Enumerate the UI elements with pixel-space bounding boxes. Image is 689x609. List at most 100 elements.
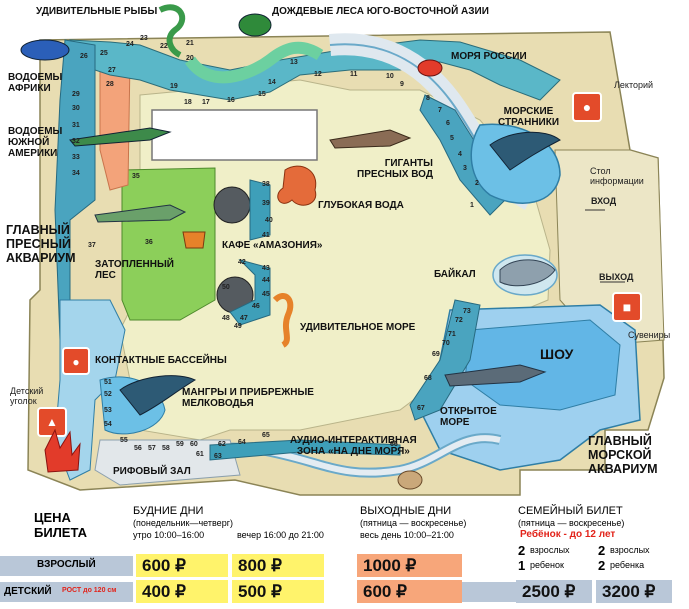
souvenir-glyph: ■ (623, 299, 631, 315)
adult-morning-price: 600 ₽ (136, 554, 228, 577)
tank-number: 19 (170, 83, 178, 90)
zone-sea-wanderers: МОРСКИЕ СТРАННИКИ (498, 106, 559, 128)
lecture-icon (572, 92, 602, 122)
tank-number: 28 (106, 81, 114, 88)
tank-number: 71 (448, 331, 456, 338)
zone-amazing-sea: УДИВИТЕЛЬНОЕ МОРЕ (300, 322, 416, 333)
service-block (151, 109, 318, 161)
zone-sea-wanderers-line: СТРАННИКИ (498, 117, 560, 128)
service-info: Стол информации (590, 166, 644, 186)
service-kids-corner: Детский уголок (10, 386, 43, 406)
zone-main-fresh-line: АКВАРИУМ (6, 251, 76, 265)
zone-seas-russia: МОРЯ РОССИИ (451, 51, 527, 62)
tank-number: 70 (442, 340, 450, 347)
zone-audio-line: АУДИО-ИНТЕРАКТИВНАЯ (290, 435, 417, 446)
family-opt1-kids-num: 1 (518, 558, 526, 573)
contact-icon (62, 347, 90, 375)
price-title-line: БИЛЕТА (34, 525, 87, 540)
tank-number: 56 (134, 445, 142, 452)
tank-number: 7 (438, 107, 442, 114)
tank-number: 46 (252, 303, 260, 310)
sturgeon-icon (329, 129, 412, 149)
tank-number: 69 (432, 351, 440, 358)
tank-number: 72 (455, 317, 463, 324)
lecture-glyph: ● (583, 99, 591, 115)
deep-water-tank (213, 186, 251, 224)
tank-number: 12 (314, 71, 322, 78)
price-panel: ЦЕНА БИЛЕТА БУДНИЕ ДНИ (понедельник—четв… (0, 500, 689, 609)
family-opt1-adults-num: 2 (518, 543, 526, 558)
child-morning-price: 400 ₽ (136, 580, 228, 603)
coral-icon (44, 428, 81, 473)
weekday-morning: утро 10:00–16:00 (133, 530, 205, 540)
zone-giants-line: ПРЕСНЫХ ВОД (357, 169, 433, 180)
tank-number: 59 (176, 441, 184, 448)
tank-number: 53 (104, 407, 112, 414)
child-weekend-price: 600 ₽ (357, 580, 462, 603)
family-opt2-price: 3200 ₽ (596, 580, 672, 603)
tank-number: 22 (160, 43, 168, 50)
child-row-band (0, 582, 133, 602)
tank-number: 45 (262, 291, 270, 298)
zone-open-sea-line: МОРЕ (440, 417, 470, 428)
zone-flooded-forest: ЗАТОПЛЕННЫЙ ЛЕС (95, 259, 174, 281)
tank-number: 26 (80, 53, 88, 60)
tank-number: 58 (162, 445, 170, 452)
tank-number: 37 (88, 242, 96, 249)
zone-contact-pools: КОНТАКТНЫЕ БАССЕЙНЫ (95, 355, 227, 366)
tank-number: 65 (262, 432, 270, 439)
pike-icon (94, 204, 187, 223)
tank-number: 66 (390, 441, 398, 448)
tank-number: 11 (350, 71, 358, 78)
service-info-line: Стол (590, 166, 611, 176)
family-opt1-price: 2500 ₽ (516, 580, 592, 603)
tank-number: 23 (140, 35, 148, 42)
zone-main-fresh-line: ПРЕСНЫЙ (6, 237, 71, 251)
zone-africa: ВОДОЕМЫ АФРИКИ (8, 72, 62, 94)
tank-number: 62 (218, 441, 226, 448)
family-opt2-kids: ребенка (610, 560, 645, 570)
tank-number: 67 (417, 405, 425, 412)
zone-giants-line: ГИГАНТЫ (384, 158, 433, 169)
eel-icon (158, 4, 186, 58)
blue-fish-icon (20, 39, 70, 61)
open-sea-pool (464, 319, 621, 411)
zone-mangroves: МАНГРЫ И ПРИБРЕЖНЫЕ МЕЛКОВОДЬЯ (182, 387, 314, 409)
tank-number: 48 (222, 315, 230, 322)
tank-number: 9 (400, 81, 404, 88)
turtle-icon (238, 13, 272, 37)
crocodile-icon (69, 127, 172, 147)
family-title: СЕМЕЙНЫЙ БИЛЕТ (518, 505, 623, 517)
shark-icon (444, 364, 547, 387)
zone-flooded-line: ЛЕС (95, 270, 116, 281)
child-row-band-right (462, 582, 522, 602)
tank-number: 64 (238, 439, 246, 446)
zone-open-sea: ОТКРЫТОЕ МОРЕ (440, 406, 497, 428)
family-child-note: Ребёнок - до 12 лет (520, 529, 616, 540)
child-evening-price: 500 ₽ (232, 580, 324, 603)
souvenir-icon (612, 292, 642, 322)
zone-main-fresh: ГЛАВНЫЙ ПРЕСНЫЙ АКВАРИУМ (6, 223, 76, 265)
family-opt2-kids-num: 2 (598, 558, 606, 573)
tank-number: 39 (262, 200, 270, 207)
adult-evening-price: 800 ₽ (232, 554, 324, 577)
tank-number: 61 (196, 451, 204, 458)
tank-number: 55 (120, 437, 128, 444)
child-label: ДЕТСКИЙ (4, 586, 52, 597)
zone-audio: АУДИО-ИНТЕРАКТИВНАЯ ЗОНА «НА ДНЕ МОРЯ» (290, 435, 417, 457)
top-river (185, 41, 324, 84)
zone-main-marine-line: АКВАРИУМ (588, 462, 658, 476)
tank-number: 33 (72, 154, 80, 161)
tank-number: 21 (186, 40, 194, 47)
tank-number: 34 (72, 170, 80, 177)
tank-number: 31 (72, 122, 80, 129)
tank-number: 38 (262, 181, 270, 188)
tank-numbers: 17 16 15 18 19 20 21 22 23 24 25 26 27 2… (72, 35, 479, 460)
zone-mangroves-line: МЕЛКОВОДЬЯ (182, 398, 254, 409)
tank-number: 1 (470, 202, 474, 209)
tank-number: 32 (72, 138, 80, 145)
service-kids-line: уголок (10, 396, 37, 406)
tank-number: 30 (72, 105, 80, 112)
zone-freshwater-giants: ГИГАНТЫ ПРЕСНЫХ ВОД (357, 158, 433, 180)
